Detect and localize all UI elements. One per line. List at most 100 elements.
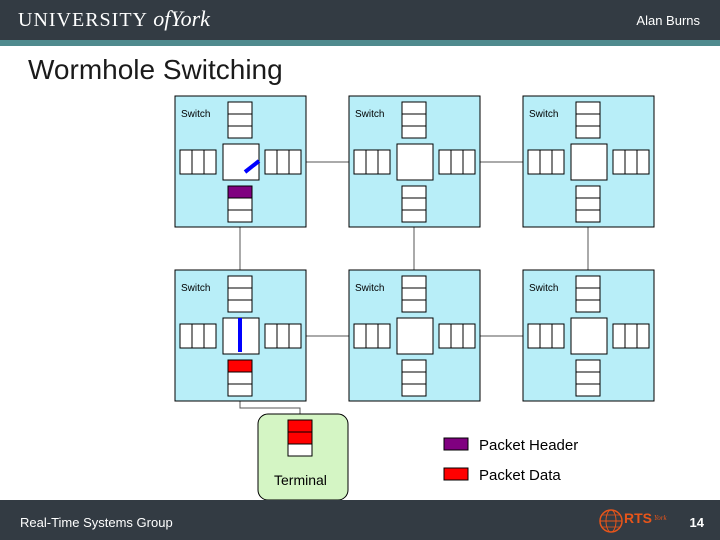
buffer-cell bbox=[450, 149, 464, 175]
buffer-cell bbox=[227, 209, 253, 223]
switch-1-2: Switch bbox=[348, 95, 481, 228]
buffer-cell bbox=[462, 149, 476, 175]
south-buffer bbox=[227, 185, 253, 223]
buffer-cell bbox=[227, 371, 253, 385]
buffer-cell bbox=[264, 149, 278, 175]
buffer-cell bbox=[227, 299, 253, 313]
east-buffer bbox=[438, 323, 476, 349]
south-buffer bbox=[575, 185, 601, 223]
crossbar bbox=[222, 143, 260, 181]
buffer-cell bbox=[624, 323, 638, 349]
logo-of-text: of bbox=[153, 6, 171, 31]
east-buffer bbox=[264, 149, 302, 175]
switch-label: Switch bbox=[355, 283, 384, 294]
rts-logo-york: York bbox=[654, 514, 667, 522]
buffer-cell bbox=[636, 149, 650, 175]
buffer-cell bbox=[276, 149, 290, 175]
buffer-cell bbox=[276, 323, 290, 349]
buffer-cell bbox=[227, 101, 253, 115]
active-route-diagonal bbox=[243, 159, 261, 174]
switch-2-1: Switch bbox=[174, 269, 307, 402]
switch-1-3: Switch bbox=[522, 95, 655, 228]
buffer-cell bbox=[539, 323, 553, 349]
buffer-cell bbox=[288, 323, 302, 349]
switch-1-1: Switch bbox=[174, 95, 307, 228]
university-logo: UNIVERSITY ofYork bbox=[18, 6, 210, 32]
buffer-cell bbox=[179, 323, 193, 349]
footer-group-name: Real-Time Systems Group bbox=[20, 515, 173, 530]
buffer-cell bbox=[575, 371, 601, 385]
buffer-cell bbox=[353, 149, 367, 175]
logo-university-text: UNIVERSITY bbox=[18, 9, 148, 31]
west-buffer bbox=[179, 323, 217, 349]
buffer-cell bbox=[287, 419, 313, 433]
buffer-cell bbox=[227, 185, 253, 199]
links bbox=[239, 161, 589, 420]
buffer-cell bbox=[377, 149, 391, 175]
globe-icon bbox=[599, 509, 623, 533]
buffer-cell bbox=[624, 149, 638, 175]
buffer-cell bbox=[401, 101, 427, 115]
buffer-cell bbox=[401, 359, 427, 373]
buffer-cell bbox=[401, 275, 427, 289]
buffer-cell bbox=[191, 149, 205, 175]
header-stripe bbox=[0, 40, 720, 46]
buffer-cell bbox=[527, 323, 541, 349]
slide-title: Wormhole Switching bbox=[28, 54, 283, 85]
buffer-cell bbox=[227, 197, 253, 211]
buffer-cell bbox=[575, 299, 601, 313]
buffer-cell bbox=[575, 287, 601, 301]
terminal: Terminal bbox=[257, 413, 349, 500]
west-buffer bbox=[527, 149, 565, 175]
buffer-cell bbox=[227, 113, 253, 127]
buffer-cell bbox=[401, 113, 427, 127]
buffer-cell bbox=[227, 359, 253, 373]
footer-bar: Real-Time Systems Group RTS York 14 bbox=[0, 500, 720, 540]
buffer-cell bbox=[551, 323, 565, 349]
buffer-cell bbox=[287, 443, 313, 457]
switch-label: Switch bbox=[181, 283, 210, 294]
east-buffer bbox=[612, 323, 650, 349]
buffer-cell bbox=[612, 149, 626, 175]
north-buffer bbox=[575, 101, 601, 139]
switch-2-3: Switch bbox=[522, 269, 655, 402]
north-buffer bbox=[227, 101, 253, 139]
legend-label: Packet Header bbox=[479, 437, 578, 454]
buffer-cell bbox=[575, 359, 601, 373]
buffer-cell bbox=[401, 287, 427, 301]
buffer-cell bbox=[612, 323, 626, 349]
buffer-cell bbox=[462, 323, 476, 349]
buffer-cell bbox=[203, 149, 217, 175]
west-buffer bbox=[353, 149, 391, 175]
north-buffer bbox=[575, 275, 601, 313]
legend-swatch bbox=[443, 467, 469, 481]
buffer-cell bbox=[401, 185, 427, 199]
buffer-cell bbox=[450, 323, 464, 349]
east-buffer bbox=[438, 149, 476, 175]
buffer-cell bbox=[401, 197, 427, 211]
author-name: Alan Burns bbox=[636, 13, 700, 28]
buffer-cell bbox=[527, 149, 541, 175]
terminal-box bbox=[257, 413, 349, 500]
buffer-cell bbox=[179, 149, 193, 175]
buffer-cell bbox=[575, 275, 601, 289]
buffer-cell bbox=[575, 101, 601, 115]
buffer-cell bbox=[227, 275, 253, 289]
buffer-cell bbox=[551, 149, 565, 175]
north-buffer bbox=[227, 275, 253, 313]
south-buffer bbox=[401, 359, 427, 397]
buffer-cell bbox=[288, 149, 302, 175]
buffer-cell bbox=[401, 299, 427, 313]
switch-label: Switch bbox=[529, 283, 558, 294]
west-buffer bbox=[527, 323, 565, 349]
buffer-cell bbox=[438, 149, 452, 175]
buffer-cell bbox=[636, 323, 650, 349]
rts-logo: RTS York bbox=[598, 508, 678, 534]
buffer-cell bbox=[575, 125, 601, 139]
buffer-cell bbox=[539, 149, 553, 175]
buffer-cell bbox=[575, 197, 601, 211]
south-buffer bbox=[575, 359, 601, 397]
